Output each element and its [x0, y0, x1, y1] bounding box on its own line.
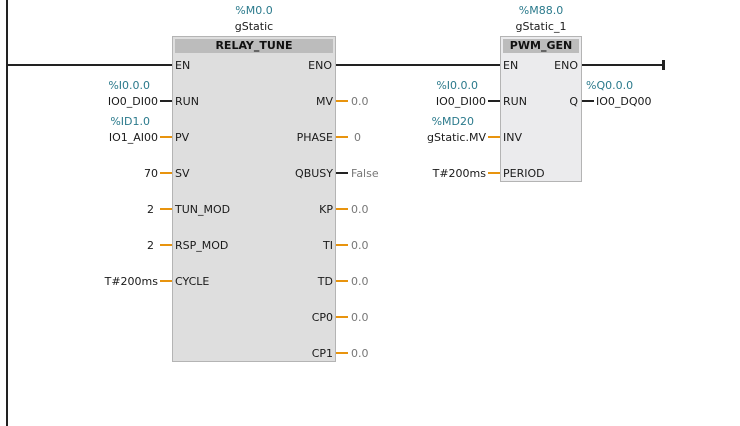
- pwm-period-pin: PERIOD: [503, 167, 545, 180]
- relay-tun-mod-pin: TUN_MOD: [175, 203, 231, 216]
- relay-cp0-pin: CP0: [311, 311, 333, 324]
- relay-tune-address: %M0.0: [235, 4, 273, 17]
- relay-tune-en-label: EN: [175, 59, 191, 72]
- relay-ti-value: 0.0: [351, 239, 369, 252]
- relay-rsp-mod-wire: [160, 244, 172, 246]
- relay-rsp-mod-value[interactable]: 2: [147, 239, 154, 252]
- relay-mv-value: 0.0: [351, 95, 369, 108]
- relay-tune-eno-label: ENO: [308, 59, 332, 72]
- pwm-gen-en-label: EN: [503, 59, 519, 72]
- pwm-run-wire: [488, 100, 500, 102]
- relay-cp1-wire: [336, 352, 348, 354]
- relay-tun-mod-value[interactable]: 2: [147, 203, 154, 216]
- relay-tun-mod-wire: [160, 208, 172, 210]
- relay-td-wire: [336, 280, 348, 282]
- pwm-gen-eno-label: ENO: [554, 59, 578, 72]
- pwm-run-tag[interactable]: IO0_DI00: [435, 95, 486, 108]
- pwm-gen-instance[interactable]: gStatic_1: [515, 20, 567, 33]
- relay-kp-value: 0.0: [351, 203, 369, 216]
- relay-mv-pin: MV: [315, 95, 333, 108]
- left-power-rail: [6, 0, 8, 426]
- relay-cp1-pin: CP1: [311, 347, 333, 360]
- relay-sv-pin: SV: [175, 167, 190, 180]
- relay-tune-title: RELAY_TUNE: [175, 39, 333, 53]
- pwm-inv-tag[interactable]: gStatic.MV: [427, 131, 486, 144]
- relay-ti-pin: TI: [323, 239, 333, 252]
- relay-cycle-value[interactable]: T#200ms: [104, 275, 158, 288]
- relay-cycle-wire: [160, 280, 172, 282]
- relay-tune-block[interactable]: RELAY_TUNE: [172, 36, 336, 362]
- relay-run-pin: RUN: [175, 95, 199, 108]
- relay-cp0-value: 0.0: [351, 311, 369, 324]
- relay-qbusy-pin: QBUSY: [295, 167, 333, 180]
- relay-phase-pin: PHASE: [296, 131, 333, 144]
- pwm-gen-title: PWM_GEN: [503, 39, 579, 53]
- relay-phase-value: 0: [354, 131, 361, 144]
- relay-mv-wire: [336, 100, 348, 102]
- pwm-q-wire: [582, 100, 594, 102]
- relay-cycle-pin: CYCLE: [175, 275, 210, 288]
- relay-kp-pin: KP: [319, 203, 333, 216]
- relay-rsp-mod-pin: RSP_MOD: [175, 239, 229, 252]
- relay-cp1-value: 0.0: [351, 347, 369, 360]
- relay-qbusy-wire: [336, 172, 348, 174]
- relay-td-pin: TD: [317, 275, 333, 288]
- relay-sv-value[interactable]: 70: [144, 167, 158, 180]
- pwm-inv-address: %MD20: [431, 115, 474, 128]
- pwm-period-wire: [488, 172, 500, 174]
- pwm-run-pin: RUN: [503, 95, 527, 108]
- relay-phase-wire: [336, 136, 348, 138]
- pwm-period-value[interactable]: T#200ms: [432, 167, 486, 180]
- pwm-gen-address: %M88.0: [518, 4, 564, 17]
- relay-pv-address: %ID1.0: [110, 115, 150, 128]
- relay-pv-wire: [160, 136, 172, 138]
- relay-cp0-wire: [336, 316, 348, 318]
- relay-td-value: 0.0: [351, 275, 369, 288]
- pwm-run-address: %I0.0.0: [436, 79, 478, 92]
- relay-run-address: %I0.0.0: [108, 79, 150, 92]
- relay-pv-pin: PV: [175, 131, 190, 144]
- pwm-q-tag[interactable]: IO0_DQ00: [596, 95, 652, 108]
- relay-qbusy-value: False: [351, 167, 379, 180]
- pwm-q-address: %Q0.0.0: [586, 79, 634, 92]
- pwm-inv-wire: [488, 136, 500, 138]
- relay-tune-instance[interactable]: gStatic: [234, 20, 274, 33]
- relay-ti-wire: [336, 244, 348, 246]
- pwm-gen-block[interactable]: PWM_GEN: [500, 36, 582, 182]
- relay-kp-wire: [336, 208, 348, 210]
- relay-run-wire: [160, 100, 172, 102]
- relay-pv-tag[interactable]: IO1_AI00: [108, 131, 158, 144]
- rung-end-marker: [662, 60, 665, 70]
- pwm-inv-pin: INV: [503, 131, 522, 144]
- relay-sv-wire: [160, 172, 172, 174]
- pwm-q-pin: Q: [569, 95, 578, 108]
- relay-run-tag[interactable]: IO0_DI00: [107, 95, 158, 108]
